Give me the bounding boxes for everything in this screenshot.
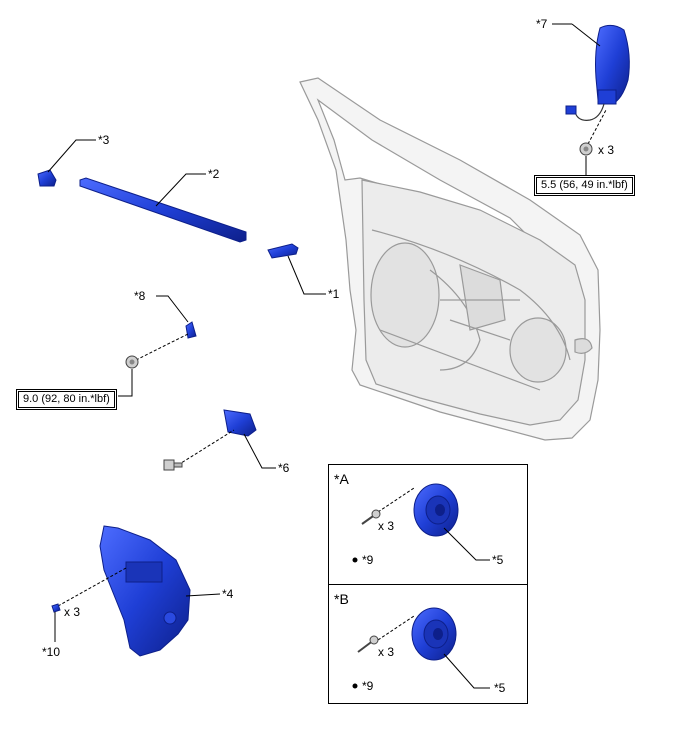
callout-7: *7 xyxy=(536,17,548,31)
dash-a xyxy=(377,487,415,513)
callout-5a: *5 xyxy=(492,553,504,567)
bolt-6 xyxy=(163,459,183,471)
part-2-belt-molding xyxy=(79,177,247,243)
part-4-panel xyxy=(99,525,191,657)
dash-b xyxy=(377,615,415,641)
dash-6 xyxy=(177,429,235,466)
dash-4 xyxy=(57,567,127,607)
part-1-cover xyxy=(267,243,299,259)
callout-2: *2 xyxy=(208,167,220,181)
leader-6 xyxy=(243,433,276,469)
dash-7 xyxy=(587,109,607,145)
leader-4 xyxy=(185,593,221,597)
torque-box-7: 5.5 (56, 49 in.*lbf) xyxy=(534,175,635,196)
panel-b-frame xyxy=(328,584,528,704)
dot-9a xyxy=(352,557,358,563)
leader-3 xyxy=(47,139,96,173)
part-3-clip xyxy=(37,169,57,187)
speaker-a xyxy=(413,483,459,537)
screw-b xyxy=(357,635,379,653)
leader-8 xyxy=(156,295,189,323)
callout-10: *10 xyxy=(42,645,60,659)
speaker-b xyxy=(411,607,457,661)
outside-mirror-part-7 xyxy=(565,24,630,121)
dash-8 xyxy=(135,333,189,361)
screw-a xyxy=(361,509,381,525)
torque-value-7: 5.5 (56, 49 in.*lbf) xyxy=(536,177,633,194)
leader-1 xyxy=(287,255,326,295)
callout-8: *8 xyxy=(134,289,146,303)
nut-7 xyxy=(579,142,593,156)
torque-value-8: 9.0 (92, 80 in.*lbf) xyxy=(18,391,115,408)
qty-10: x 3 xyxy=(64,605,80,619)
leader-5b xyxy=(443,653,490,689)
leader-5a xyxy=(443,527,490,561)
dot-9b xyxy=(352,683,358,689)
callout-5b: *5 xyxy=(494,681,506,695)
callout-4: *4 xyxy=(222,587,234,601)
leader-torque-8 xyxy=(118,369,133,397)
part-8-bracket xyxy=(185,321,197,339)
callout-3: *3 xyxy=(98,133,110,147)
callout-6: *6 xyxy=(278,461,290,475)
panel-a-label: *A xyxy=(334,471,349,487)
nut-8 xyxy=(125,355,139,369)
leader-7b xyxy=(571,23,601,47)
qty-7: x 3 xyxy=(598,143,614,157)
leader-2 xyxy=(155,173,206,207)
panel-a-frame xyxy=(328,464,528,585)
part-6-bracket xyxy=(223,409,257,437)
callout-9a: *9 xyxy=(362,553,374,567)
door-frame xyxy=(299,77,601,441)
panel-b-label: *B xyxy=(334,591,349,607)
part-10-clip xyxy=(51,603,61,613)
callout-1: *1 xyxy=(328,287,340,301)
qty-a: x 3 xyxy=(378,519,394,533)
torque-box-8: 9.0 (92, 80 in.*lbf) xyxy=(16,389,117,410)
qty-b: x 3 xyxy=(378,645,394,659)
callout-9b: *9 xyxy=(362,679,374,693)
